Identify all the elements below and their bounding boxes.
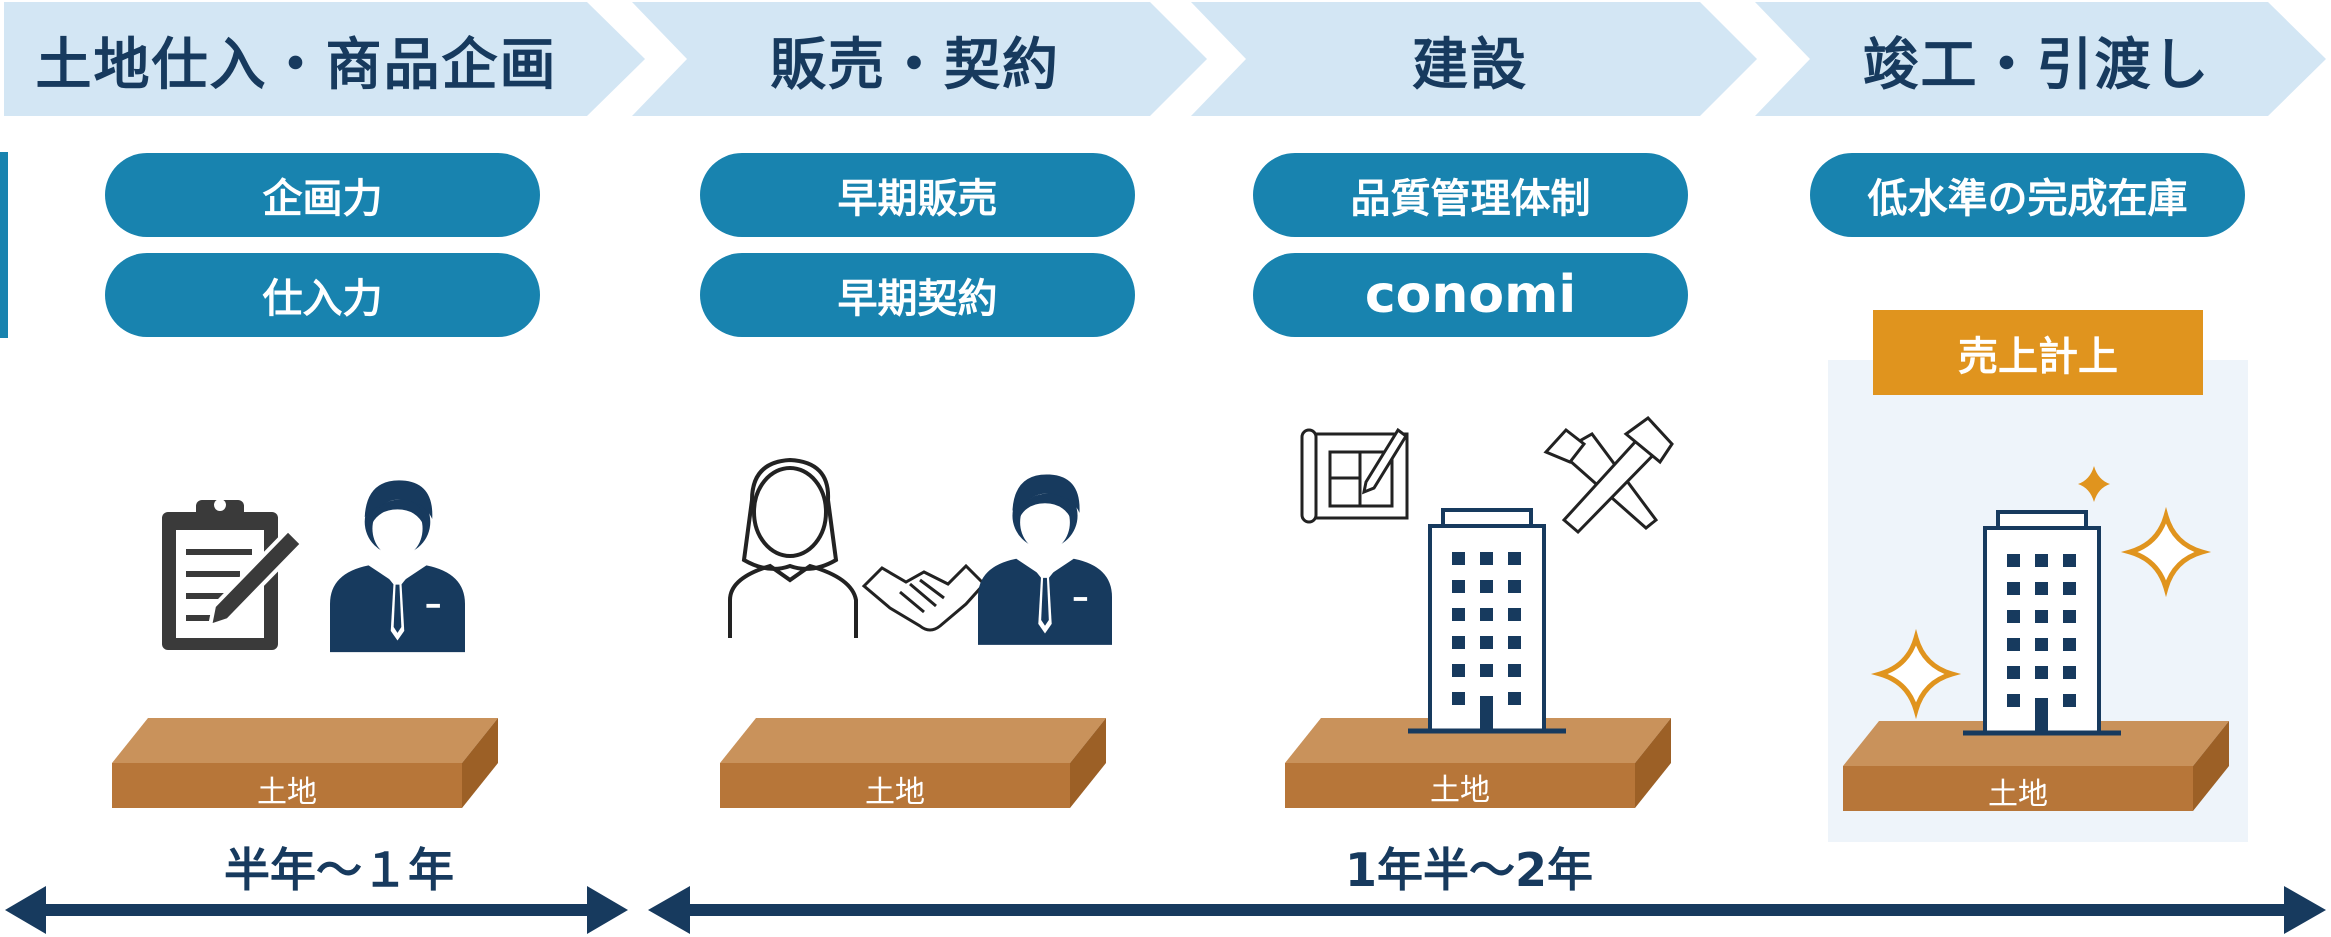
pill-purchasing: 仕入力: [105, 253, 540, 337]
businessman-icon: [330, 480, 465, 653]
pill-planning: 企画力: [105, 153, 540, 237]
clipboard-pencil-icon: [162, 499, 305, 650]
stage-chevron-1: [4, 2, 645, 116]
duration-first: 半年～１年: [224, 843, 454, 897]
land-block-3: [1285, 718, 1671, 808]
pill-conomi: conomi: [1253, 253, 1688, 337]
stage-title-construction: 建設: [1412, 32, 1528, 98]
pill-early-sales: 早期販売: [700, 153, 1135, 237]
land-block-2: [720, 718, 1106, 808]
stage-chevron-2: [632, 2, 1207, 116]
stage-chevron-3: [1191, 2, 1757, 116]
land-label: 土地: [257, 775, 317, 810]
stage-chevron-4: [1755, 2, 2326, 116]
building-icon: [1963, 510, 2121, 736]
land-block-1: [112, 718, 498, 808]
land-block-4: [1843, 721, 2229, 811]
businessman-icon: [978, 474, 1112, 645]
land-label: 土地: [1988, 777, 2048, 812]
woman-icon: [728, 457, 858, 638]
stage-banner: [4, 2, 2326, 116]
handshake-icon: [861, 563, 987, 632]
timeline-arrow-first: [5, 886, 628, 934]
duration-second: 1年半～2年: [1345, 843, 1594, 897]
accent-bar: [0, 152, 8, 338]
stage-title-sales: 販売・契約: [770, 32, 1060, 98]
pill-quality-control: 品質管理体制: [1253, 153, 1688, 237]
sales-recognition-badge: 売上計上: [1873, 310, 2203, 395]
land-label: 土地: [1430, 773, 1490, 808]
building-icon: [1408, 508, 1566, 734]
land-label: 土地: [865, 775, 925, 810]
sparkle-icon: [2078, 466, 2110, 502]
pill-low-inventory: 低水準の完成在庫: [1810, 153, 2245, 237]
hammer-icon: [1543, 416, 1674, 535]
sparkle-icon: [1870, 506, 2212, 720]
blueprint-icon: [1300, 427, 1409, 524]
stage-title-land: 土地仕入・商品企画: [35, 32, 558, 98]
stage-title-completion: 竣工・引渡し: [1862, 32, 2211, 98]
pill-early-contract: 早期契約: [700, 253, 1135, 337]
timeline-arrow-second: [648, 886, 2326, 934]
